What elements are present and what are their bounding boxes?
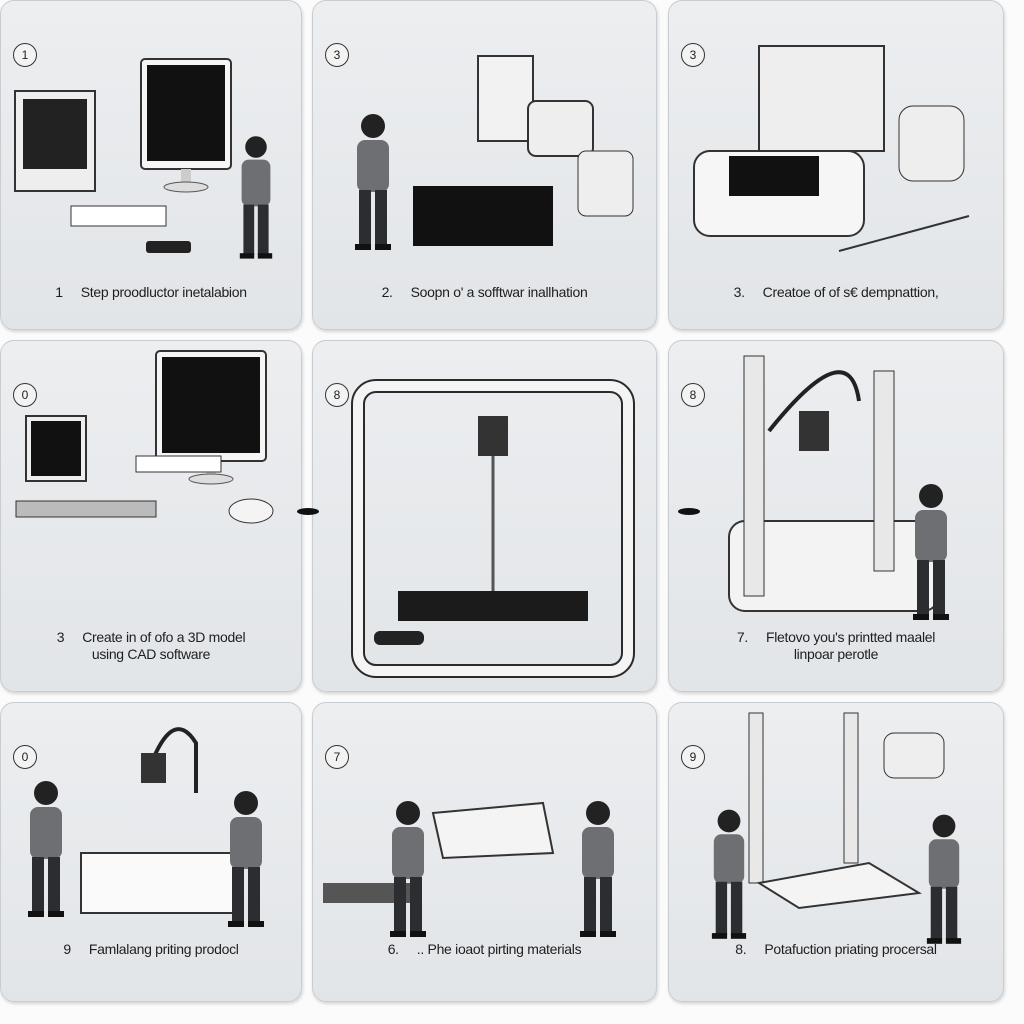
step-caption-text: Step proodluctor inetalabion bbox=[80, 284, 247, 300]
computer-monitor bbox=[155, 350, 267, 485]
connector-mark bbox=[297, 508, 319, 515]
step-number-badge: 8 bbox=[325, 383, 349, 407]
step-caption-text: Potafuction priating procersal bbox=[764, 941, 937, 957]
step-number-badge: 8 bbox=[681, 383, 705, 407]
person-figure bbox=[355, 114, 391, 250]
step-panel: 8 bbox=[312, 340, 657, 692]
connector-mark bbox=[678, 508, 700, 515]
step-caption: 8. Potafuction priating procersal bbox=[669, 941, 1003, 958]
step-panel: 3 3. Creatoe of of s€ dempnattion, bbox=[668, 0, 1004, 330]
step-caption-text: Famlalang priting prodocl bbox=[88, 941, 239, 957]
step-panel: 0 9 Famlalang priting prodocl bbox=[0, 702, 302, 1002]
step-caption-text: .. Phe ioaot pirting materials bbox=[416, 941, 582, 957]
person-figure bbox=[711, 809, 747, 939]
step-number-badge: 7 bbox=[325, 745, 349, 769]
step-illustration bbox=[323, 801, 616, 937]
step-caption-text-line2: using CAD software bbox=[91, 646, 211, 662]
step-panel: 7 6. .. Phe ioaot pirting materials bbox=[312, 702, 657, 1002]
step-illustration bbox=[728, 355, 949, 620]
person-figure bbox=[390, 801, 426, 937]
step-caption-text: Creatoe of of s€ dempnattion, bbox=[762, 284, 939, 300]
step-caption: 1 Step proodluctor inetalabion bbox=[1, 284, 301, 301]
step-caption-text-line2: linpoar perotle bbox=[793, 646, 879, 662]
step-caption-number: 1 bbox=[55, 284, 63, 300]
step-illustration bbox=[351, 379, 635, 678]
step-illustration bbox=[14, 58, 273, 259]
step-caption-text: Soopn o' a sofftwar inallhation bbox=[410, 284, 588, 300]
step-illustration bbox=[15, 350, 274, 524]
step-number-badge: 1 bbox=[13, 43, 37, 67]
step-number-badge: 0 bbox=[13, 383, 37, 407]
step-number-badge: 0 bbox=[13, 745, 37, 769]
step-number-badge: 9 bbox=[681, 745, 705, 769]
person-figure bbox=[913, 484, 949, 620]
person-figure bbox=[580, 801, 616, 937]
person-figure bbox=[228, 791, 264, 927]
step-panel: 9 8. Potafuction priating procersal bbox=[668, 702, 1004, 1002]
step-caption: 2. Soopn o' a sofftwar inallhation bbox=[313, 284, 656, 301]
step-caption-text: Fletovo you's printted maalel bbox=[766, 629, 936, 645]
computer-monitor bbox=[140, 58, 232, 193]
step-caption: 3. Creatoe of of s€ dempnattion, bbox=[669, 284, 1003, 301]
step-number-badge: 3 bbox=[325, 43, 349, 67]
person-figure bbox=[926, 814, 962, 944]
step-caption-number: 7. bbox=[736, 629, 748, 645]
step-caption-number: 8. bbox=[735, 941, 747, 957]
3d-printer bbox=[351, 379, 635, 678]
step-illustration bbox=[355, 55, 634, 250]
step-caption-number: 2. bbox=[381, 284, 393, 300]
step-illustration bbox=[711, 712, 962, 944]
step-caption-text: Create in of ofo a 3D model bbox=[82, 629, 246, 645]
step-caption: 9 Famlalang priting prodocl bbox=[1, 941, 301, 958]
step-caption-number: 9 bbox=[63, 941, 71, 957]
person-figure bbox=[28, 781, 64, 917]
step-illustration bbox=[28, 727, 264, 927]
step-panel: 3 2. Soopn o' a sofftwar inallhation bbox=[312, 0, 657, 330]
step-caption-number: 6. bbox=[387, 941, 399, 957]
step-illustration bbox=[693, 45, 970, 252]
step-caption: 6. .. Phe ioaot pirting materials bbox=[313, 941, 656, 958]
step-caption-number: 3. bbox=[733, 284, 745, 300]
step-caption-number: 3 bbox=[56, 629, 65, 645]
person-figure bbox=[239, 136, 273, 259]
step-number-badge: 3 bbox=[681, 43, 705, 67]
